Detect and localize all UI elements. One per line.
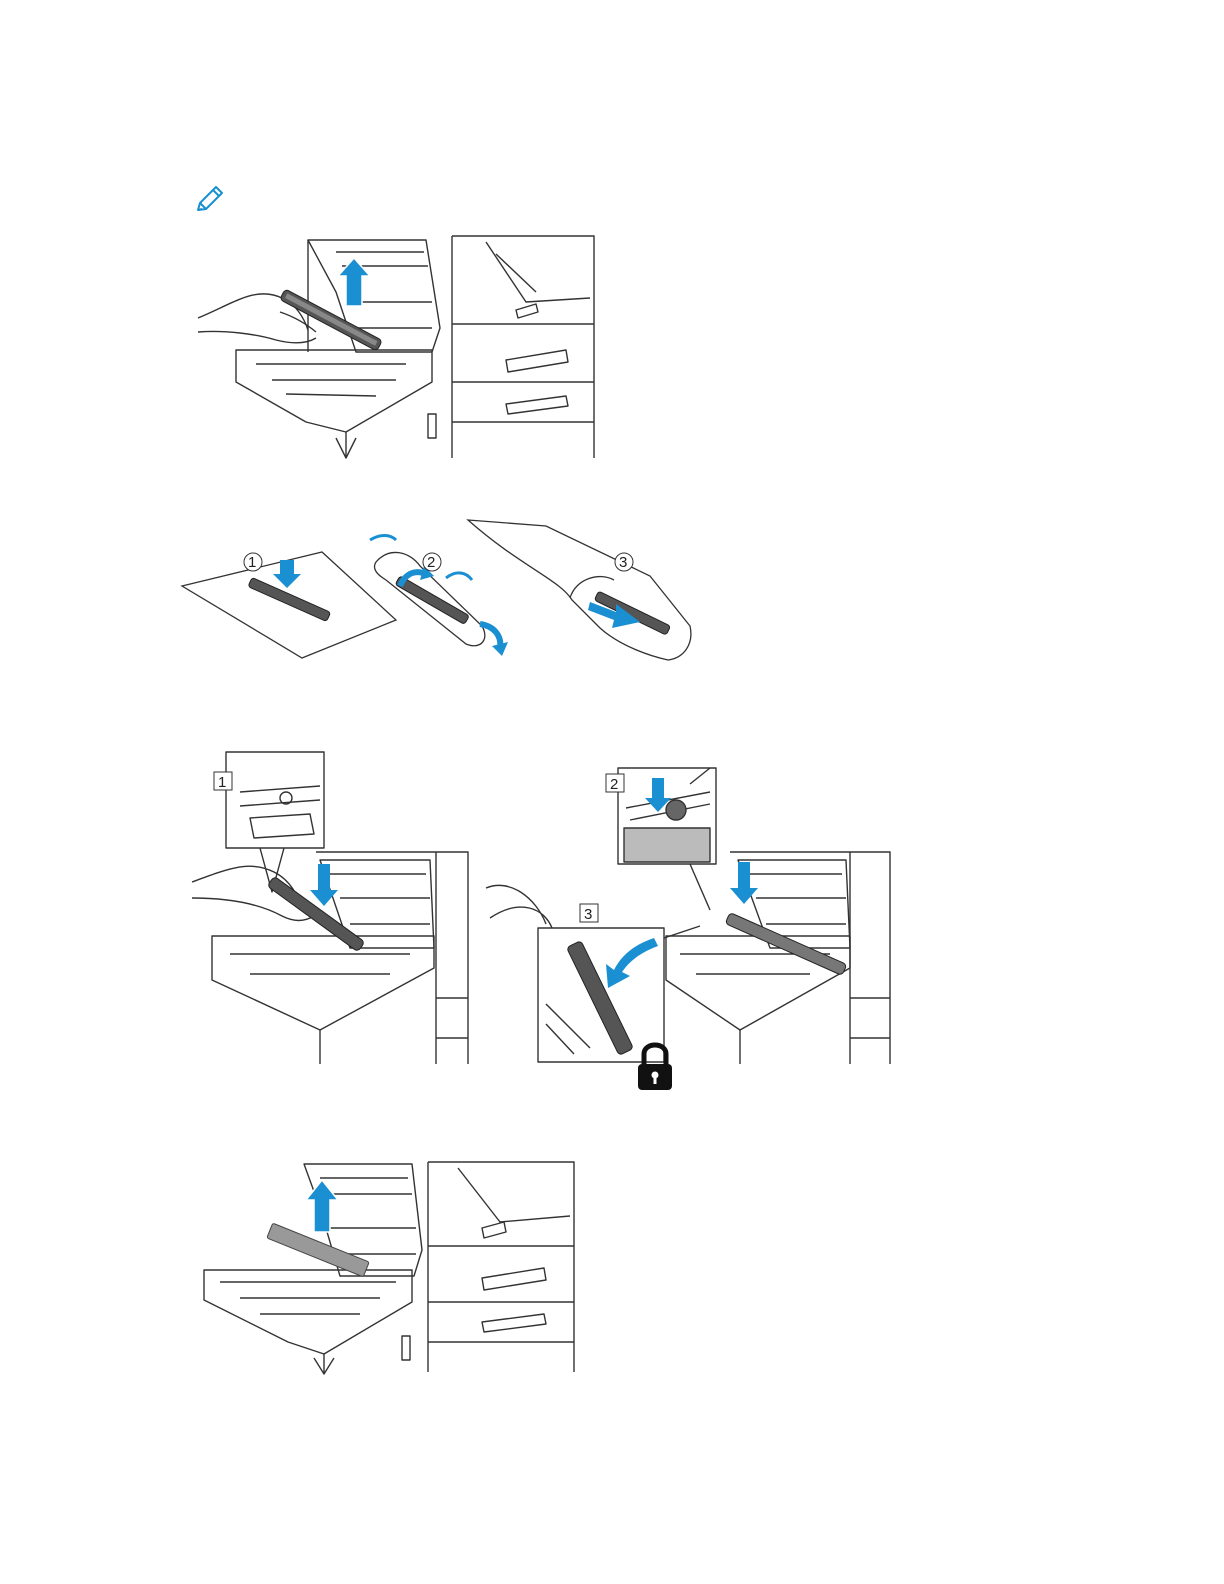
step-1-label: 1 (248, 554, 256, 571)
figure-wrap-roller: 1 2 3 (180, 516, 696, 662)
step-2-label: 2 (427, 554, 435, 571)
callout-1-label: 1 (218, 774, 226, 791)
callout-3-label: 3 (584, 906, 592, 923)
step-3-label: 3 (619, 554, 627, 571)
figure-remove-protective-cover (200, 1158, 580, 1376)
note-pencil-icon (192, 184, 226, 216)
callout-2-label: 2 (610, 776, 618, 793)
figure-remove-transfer-roller (196, 232, 600, 460)
figure-install-roller: 1 2 3 (190, 748, 894, 1092)
